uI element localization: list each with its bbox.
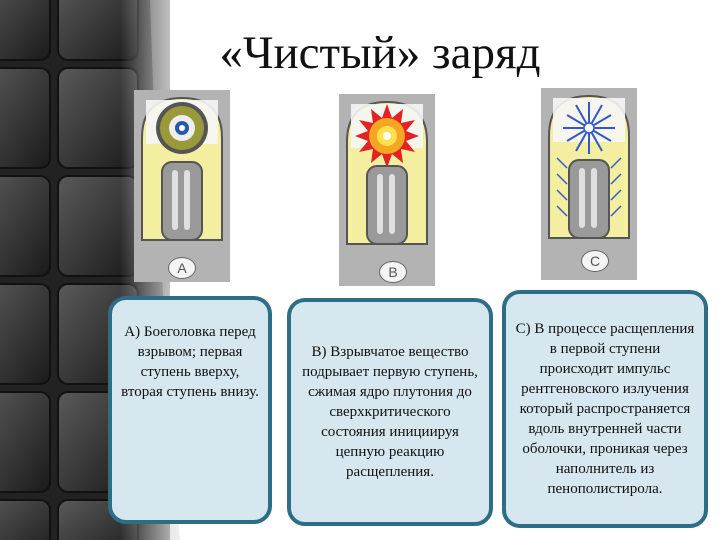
caption-text-a: А) Боеголовка перед взрывом; первая ступ… xyxy=(121,324,259,400)
caption-card-c: C) В процессе расщепления в первой ступе… xyxy=(502,290,708,528)
diagram-panel-b: B xyxy=(339,94,435,286)
warhead-b-illustration xyxy=(339,94,435,286)
caption-card-a: А) Боеголовка перед взрывом; первая ступ… xyxy=(108,296,272,524)
warhead-a-illustration xyxy=(134,90,230,282)
diagram-panel-c: C xyxy=(541,88,637,280)
label-badge-b: B xyxy=(379,261,407,283)
caption-card-b: B) Взрывчатое вещество подрывает первую … xyxy=(287,298,493,526)
label-badge-c: C xyxy=(581,250,609,272)
caption-text-b: B) Взрывчатое вещество подрывает первую … xyxy=(302,344,478,480)
label-badge-a: A xyxy=(168,257,196,279)
caption-text-c: C) В процессе расщепления в первой ступе… xyxy=(515,321,695,497)
diagram-panel-a: A xyxy=(134,90,230,282)
page-title: «Чистый» заряд xyxy=(219,27,541,79)
warhead-c-illustration xyxy=(541,88,637,280)
